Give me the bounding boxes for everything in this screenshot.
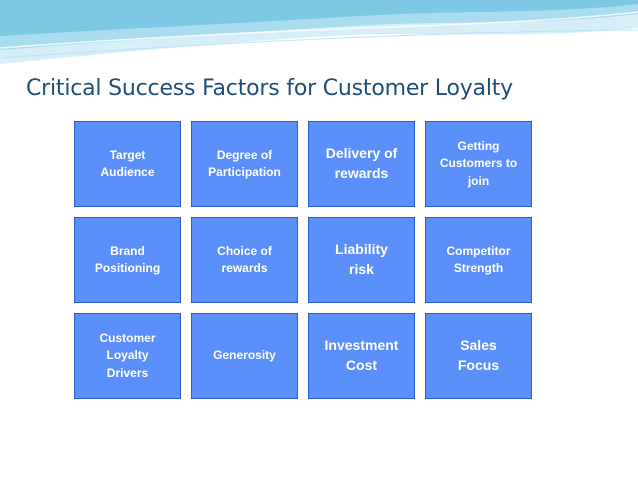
factor-box: Generosity xyxy=(191,313,298,399)
factor-box: Competitor Strength xyxy=(425,217,532,303)
factor-box: Investment Cost xyxy=(308,313,415,399)
factor-box: Brand Positioning xyxy=(74,217,181,303)
factor-box: Sales Focus xyxy=(425,313,532,399)
header-wave-decoration xyxy=(0,0,638,64)
factors-grid: Target Audience Degree of Participation … xyxy=(74,121,532,399)
factor-box: Delivery of rewards xyxy=(308,121,415,207)
factor-box: Customer Loyalty Drivers xyxy=(74,313,181,399)
factor-box: Target Audience xyxy=(74,121,181,207)
slide-title: Critical Success Factors for Customer Lo… xyxy=(26,76,513,101)
factor-box: Degree of Participation xyxy=(191,121,298,207)
factor-box: Getting Customers to join xyxy=(425,121,532,207)
factor-box: Liability risk xyxy=(308,217,415,303)
factor-box: Choice of rewards xyxy=(191,217,298,303)
